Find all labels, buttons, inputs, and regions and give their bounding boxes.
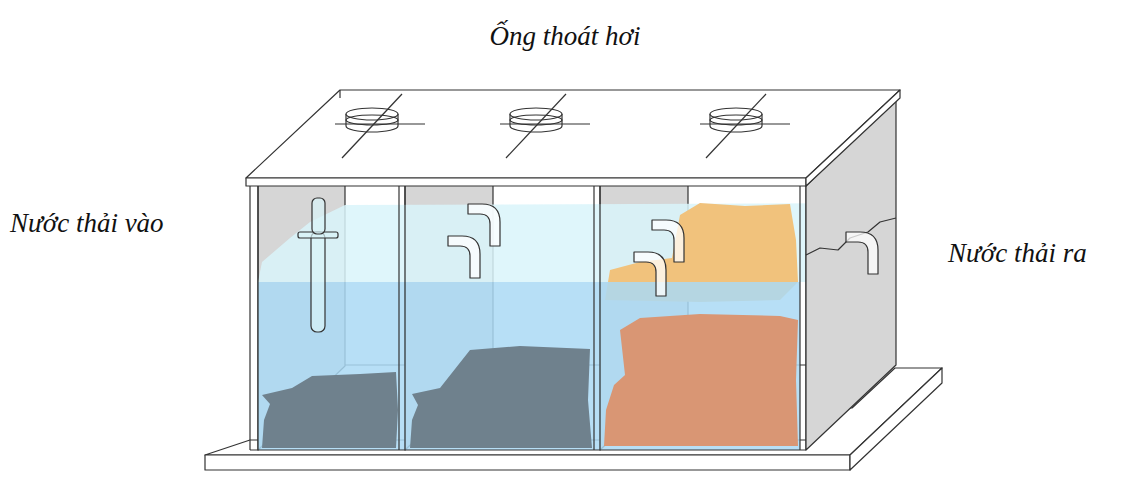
elbow-pipe (634, 252, 666, 296)
water-body (258, 282, 800, 450)
annotation-label: Nước thải ra (948, 239, 1087, 269)
annotation-label: Ống thoát hơi (490, 22, 641, 52)
sludge-layer (604, 314, 798, 446)
vent-pipe (335, 94, 425, 158)
wall-edge (599, 186, 600, 450)
tank-floor (250, 449, 806, 450)
tank-lid (246, 90, 900, 178)
partition-top (339, 90, 340, 98)
outlet-pipe (846, 232, 878, 274)
vent-pipe (700, 94, 790, 158)
wall-edge (249, 186, 250, 450)
sludge-layer (410, 346, 592, 448)
wall-edge (799, 186, 800, 450)
sludge-layer (262, 372, 398, 448)
wall-edge (404, 186, 405, 450)
vent-pipe (500, 94, 590, 158)
inlet-pipe (298, 198, 338, 332)
base-slab-front (205, 455, 850, 470)
annotation-label: Nước thải vào (10, 209, 164, 239)
elbow-pipe (448, 236, 480, 278)
wall-edge (398, 186, 399, 450)
tank-lid-side (806, 90, 900, 186)
wall-edge (593, 186, 594, 450)
tank-lid-front (246, 178, 806, 186)
wall-edge (257, 186, 258, 450)
